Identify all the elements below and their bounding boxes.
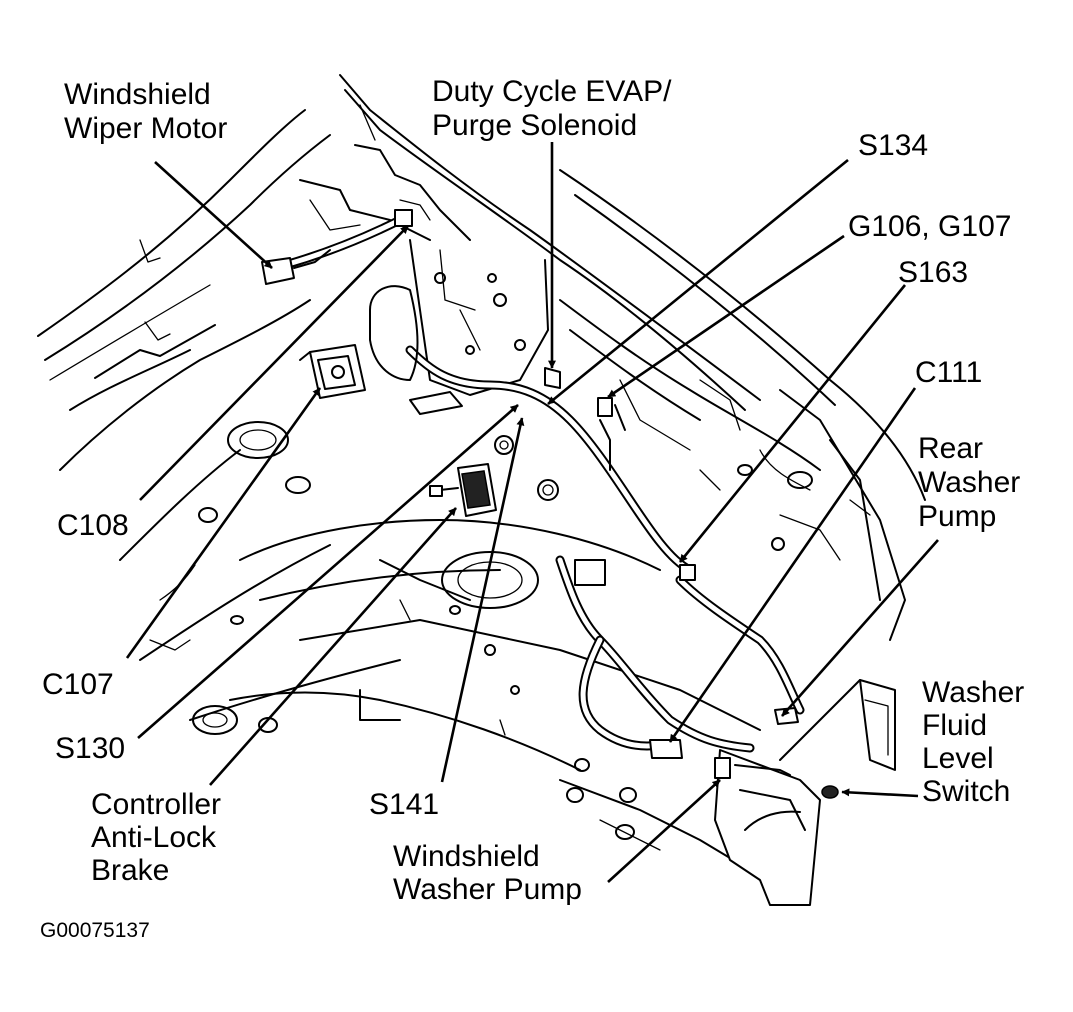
- label-s134: S134: [858, 129, 928, 162]
- leader-s141: [440, 417, 525, 783]
- figure-id: G00075137: [40, 919, 150, 942]
- leader-washer-fluid-switch: [841, 788, 919, 798]
- label-windshield-washer-pump: Windshield Washer Pump: [393, 840, 582, 906]
- leader-abs-controller: [209, 507, 457, 786]
- firewall-drawing: [409, 239, 821, 471]
- label-evap-solenoid: Duty Cycle EVAP/ Purge Solenoid: [432, 75, 680, 142]
- right-fender-drawing: [559, 169, 926, 641]
- vehicle-line-art: [37, 74, 926, 906]
- leader-windshield-washer-pump: [607, 779, 721, 883]
- label-c108: C108: [57, 509, 129, 542]
- leader-s130: [137, 404, 519, 739]
- callout-labels: Windshield Wiper Motor Duty Cycle EVAP/ …: [40, 75, 1033, 942]
- label-s141: S141: [369, 788, 439, 821]
- label-wiper-motor: Windshield Wiper Motor: [64, 78, 227, 145]
- leader-wiper-motor: [154, 161, 273, 269]
- label-c107: C107: [42, 668, 114, 701]
- leader-lines: [125, 142, 939, 883]
- left-fender-drawing: [37, 109, 401, 735]
- label-washer-fluid-switch: Washer Fluid Level Switch: [922, 676, 1033, 808]
- washer-reservoir-drawing: [714, 679, 896, 906]
- leader-c108: [139, 225, 409, 501]
- label-s163: S163: [898, 256, 968, 289]
- leader-c107: [125, 387, 322, 659]
- components-drawing: [261, 209, 561, 517]
- label-rear-washer-pump: Rear Washer Pump: [918, 432, 1029, 533]
- label-s130: S130: [55, 732, 125, 765]
- label-c111: C111: [915, 356, 982, 389]
- leader-c111: [668, 387, 917, 743]
- leader-rear-washer-pump: [781, 539, 939, 717]
- label-g106-g107: G106, G107: [848, 210, 1011, 243]
- leader-s163: [678, 284, 907, 563]
- label-abs-controller: Controller Anti-Lock Brake: [91, 788, 229, 887]
- leader-g106-g107: [607, 234, 845, 399]
- cowl-drawing: [299, 74, 761, 411]
- leader-s134: [547, 158, 849, 406]
- wiring-harness-drawing: [280, 215, 805, 759]
